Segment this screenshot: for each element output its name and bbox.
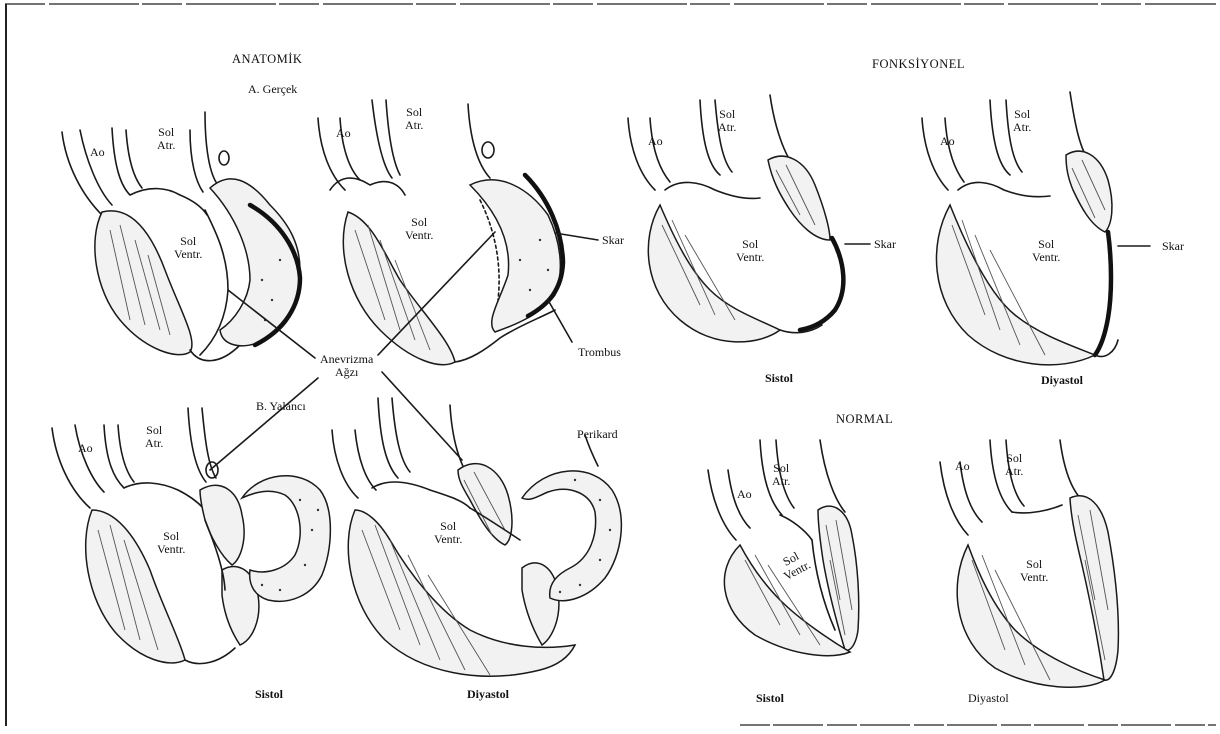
label-skar-a2: Skar	[602, 234, 624, 247]
heading-normal: NORMAL	[836, 412, 893, 427]
label-diyastol-b: Diyastol	[467, 688, 509, 701]
label-ao-n1: Ao	[737, 488, 752, 501]
label-diyastol-n: Diyastol	[968, 692, 1009, 705]
heart-anatomic-false-systole	[52, 408, 330, 664]
label-ao-a2: Ao	[336, 127, 351, 140]
label-sol-ventr-b2: Sol Ventr.	[434, 520, 462, 546]
label-sol-atr-f2: Sol Atr.	[1013, 108, 1031, 134]
label-sol-ventr-b1: Sol Ventr.	[157, 530, 185, 556]
label-sol-atr-f1: Sol Atr.	[718, 108, 736, 134]
label-sol-atr-n1: Sol Atr.	[772, 462, 790, 488]
label-sol-atr-a2: Sol Atr.	[405, 106, 423, 132]
label-diyastol-f: Diyastol	[1041, 374, 1083, 387]
label-trombus: Trombus	[578, 346, 621, 359]
label-sol-atr-n2: Sol Atr.	[1005, 452, 1023, 478]
label-ao-a1: Ao	[90, 146, 105, 159]
heart-anatomic-true-2	[318, 100, 563, 365]
label-sol-ventr-f1: Sol Ventr.	[736, 238, 764, 264]
label-ao-f2: Ao	[940, 135, 955, 148]
heading-yalanci: B. Yalancı	[256, 400, 306, 413]
heading-gercek: A. Gerçek	[248, 83, 297, 96]
label-sistol-n: Sistol	[756, 692, 784, 705]
label-perikard: Perikard	[577, 428, 618, 441]
label-ao-f1: Ao	[648, 135, 663, 148]
label-sol-ventr-n2: Sol Ventr.	[1020, 558, 1048, 584]
label-sol-ventr-f2: Sol Ventr.	[1032, 238, 1060, 264]
label-sol-atr-a1: Sol Atr.	[157, 126, 175, 152]
label-skar-f1: Skar	[874, 238, 896, 251]
label-sol-ventr-a1: Sol Ventr.	[174, 235, 202, 261]
label-ao-b1: Ao	[78, 442, 93, 455]
label-sistol-f: Sistol	[765, 372, 793, 385]
heading-fonksiyonel: FONKSİYONEL	[872, 57, 965, 72]
label-sol-ventr-a2: Sol Ventr.	[405, 216, 433, 242]
heading-anatomik: ANATOMİK	[232, 52, 302, 67]
label-sistol-b: Sistol	[255, 688, 283, 701]
label-anevrizma-agzi: Anevrizma Ağzı	[320, 353, 373, 379]
label-ao-n2: Ao	[955, 460, 970, 473]
label-sol-atr-b1: Sol Atr.	[145, 424, 163, 450]
label-skar-f2: Skar	[1162, 240, 1184, 253]
